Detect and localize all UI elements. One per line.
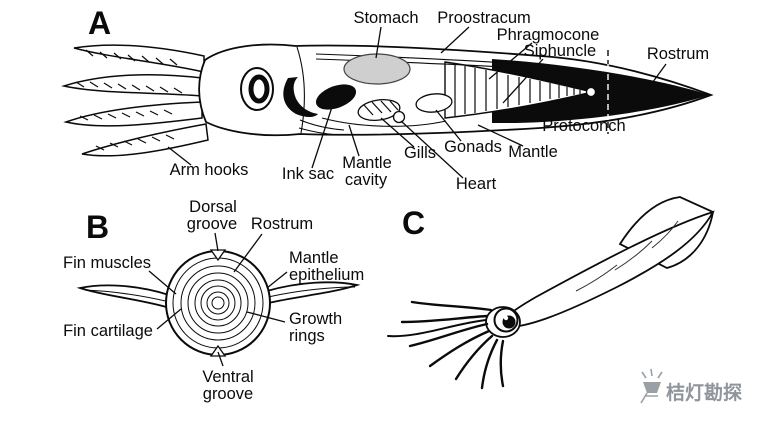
phragmocone-shape bbox=[444, 61, 593, 119]
leader-rostrum bbox=[649, 63, 667, 87]
panel-b-labels: Dorsal groove Rostrum Mantle epithelium … bbox=[63, 198, 364, 403]
label-fin-cartilage: Fin cartilage bbox=[63, 322, 153, 340]
heart-shape bbox=[392, 110, 406, 124]
leader-proostracum bbox=[440, 26, 470, 54]
leader-mantle bbox=[477, 124, 524, 147]
leader-stomach bbox=[375, 26, 382, 59]
label-ventral-groove-line1: Ventral bbox=[202, 368, 253, 386]
panel-b-leaders bbox=[148, 232, 288, 367]
leader-dorsal-groove bbox=[214, 232, 219, 252]
leader-heart bbox=[400, 120, 464, 179]
label-dorsal-groove-line2: groove bbox=[187, 215, 237, 233]
panel-b-letter: B bbox=[86, 209, 109, 245]
watermark: 桔灯勘探 bbox=[640, 368, 742, 404]
right-fin-cartilage-line bbox=[267, 286, 356, 298]
beak-shape bbox=[283, 77, 318, 117]
leader-siphuncle bbox=[502, 58, 544, 104]
leader-phragmocone bbox=[488, 42, 533, 80]
label-fin-muscles: Fin muscles bbox=[63, 254, 151, 272]
label-stomach: Stomach bbox=[353, 9, 418, 27]
right-fin-shape bbox=[266, 281, 361, 305]
rostrum-shape bbox=[492, 59, 710, 124]
leader-fin-muscles bbox=[148, 270, 177, 295]
panel-c: C bbox=[387, 196, 715, 390]
squid-eye-glint bbox=[503, 315, 509, 321]
proostracum-shape bbox=[315, 53, 541, 70]
gills-shape bbox=[357, 99, 401, 121]
eye bbox=[240, 67, 274, 111]
label-rostrum-b: Rostrum bbox=[251, 215, 313, 233]
panel-a-labels: Stomach Proostracum Phragmocone Siphuncl… bbox=[170, 9, 710, 193]
label-ink-sac: Ink sac bbox=[282, 165, 334, 183]
protoconch-shape bbox=[585, 86, 597, 98]
squid-mantle-shape bbox=[498, 210, 715, 329]
leader-gills bbox=[380, 117, 415, 148]
label-heart: Heart bbox=[456, 175, 497, 193]
organs bbox=[283, 53, 453, 136]
watermark-text: 桔灯勘探 bbox=[666, 381, 742, 404]
squid-illustration bbox=[387, 196, 715, 390]
label-growth-rings-line1: Growth bbox=[289, 310, 342, 328]
left-fin-cartilage-line bbox=[84, 289, 171, 303]
leader-rostrum-b bbox=[233, 233, 263, 273]
label-gonads: Gonads bbox=[444, 138, 502, 156]
arms-with-hooks bbox=[61, 44, 209, 157]
label-siphuncle: Siphuncle bbox=[524, 42, 596, 60]
label-rostrum: Rostrum bbox=[647, 45, 709, 63]
leader-growth-rings bbox=[246, 311, 286, 323]
leader-fin-cartilage bbox=[156, 308, 182, 330]
leader-mantle-cavity bbox=[348, 124, 360, 157]
label-dorsal-groove-line1: Dorsal bbox=[189, 198, 237, 216]
leader-ventral-groove bbox=[217, 351, 224, 367]
funnel-shape bbox=[298, 119, 345, 136]
label-arm-hooks: Arm hooks bbox=[170, 161, 249, 179]
gonads-shape bbox=[415, 93, 453, 113]
panel-a-letter: A bbox=[88, 5, 111, 41]
label-phragmocone: Phragmocone bbox=[497, 26, 600, 44]
leader-ink-sac bbox=[311, 106, 333, 169]
rostrum-cross-section bbox=[165, 249, 271, 357]
leader-arm-hooks bbox=[167, 146, 192, 166]
squid-arms bbox=[387, 300, 505, 390]
label-gills: Gills bbox=[404, 144, 436, 162]
fins bbox=[76, 281, 361, 310]
label-proostracum: Proostracum bbox=[437, 9, 531, 27]
ventral-groove-notch bbox=[209, 344, 227, 357]
ink-sac-shape bbox=[315, 84, 357, 110]
lamp-icon bbox=[640, 368, 663, 404]
label-mantle-cavity-line1: Mantle bbox=[342, 154, 392, 172]
panel-b: B bbox=[63, 198, 364, 403]
label-mantle-cavity-line2: cavity bbox=[345, 171, 388, 189]
label-mantle-epithelium-line2: epithelium bbox=[289, 266, 364, 284]
panel-a: A bbox=[61, 5, 714, 193]
leader-protoconch bbox=[579, 96, 589, 120]
panel-a-leaders bbox=[167, 26, 667, 179]
label-mantle-epithelium-line1: Mantle bbox=[289, 249, 339, 267]
label-mantle: Mantle bbox=[508, 143, 558, 161]
panel-c-letter: C bbox=[402, 205, 425, 241]
squid-mantle-texture bbox=[575, 220, 679, 292]
leader-gonads bbox=[435, 109, 462, 142]
head-mantle-boundary bbox=[296, 46, 305, 134]
label-growth-rings-line2: rings bbox=[289, 327, 325, 345]
label-protoconch: Protoconch bbox=[542, 117, 625, 135]
left-fin-shape bbox=[76, 284, 171, 310]
label-ventral-groove-line2: groove bbox=[203, 385, 253, 403]
stomach-shape bbox=[343, 53, 411, 85]
leader-mantle-epithelium bbox=[266, 271, 288, 289]
